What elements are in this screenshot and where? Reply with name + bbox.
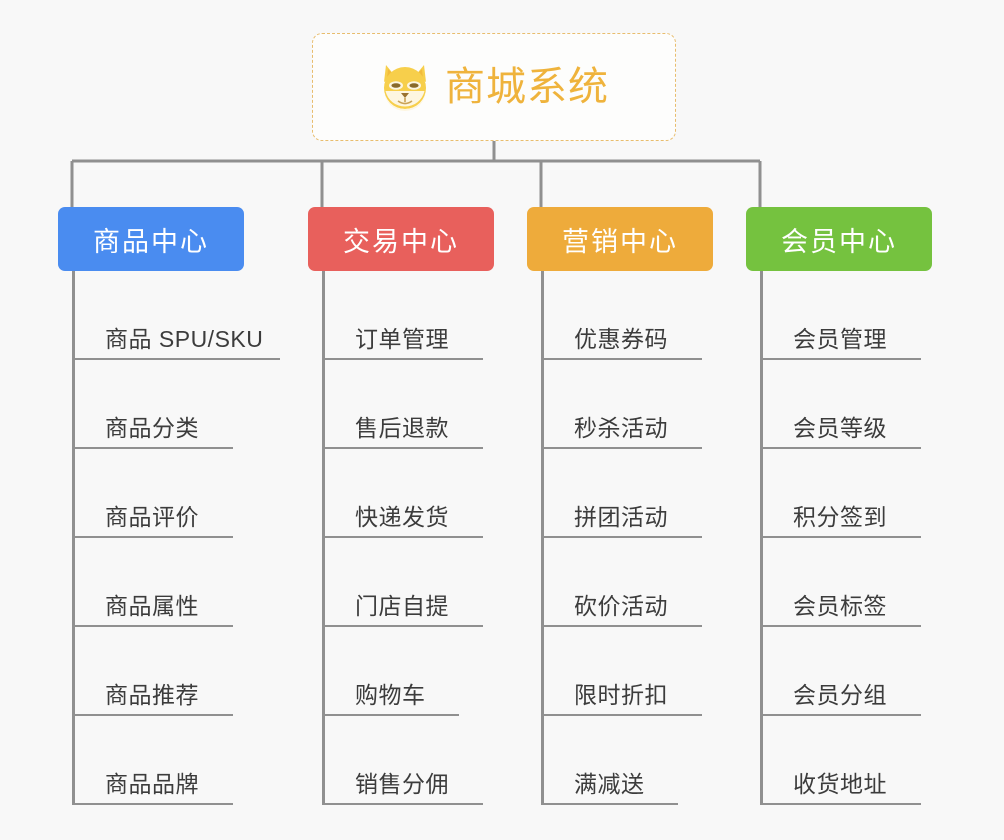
- category-box-marketing-center[interactable]: 营销中心: [527, 207, 713, 271]
- leaf-label: 商品分类: [105, 415, 199, 441]
- leaf-label: 商品推荐: [105, 682, 199, 708]
- leaf-list: 会员管理会员等级积分签到会员标签会员分组收货地址: [760, 271, 921, 805]
- leaf-label: 会员等级: [793, 415, 887, 441]
- leaf-item[interactable]: 门店自提: [325, 538, 483, 627]
- leaf-item[interactable]: 积分签到: [763, 449, 921, 538]
- category-label: 会员中心: [781, 226, 897, 257]
- leaf-label: 限时折扣: [574, 682, 668, 708]
- leaf-underline: [75, 536, 233, 538]
- leaf-label: 订单管理: [355, 326, 449, 352]
- leaf-item[interactable]: 售后退款: [325, 360, 483, 449]
- leaf-item[interactable]: 拼团活动: [544, 449, 702, 538]
- leaf-label: 购物车: [355, 682, 426, 708]
- leaf-underline: [325, 358, 483, 360]
- leaf-list: 商品 SPU/SKU 商品分类商品评价商品属性商品推荐商品品牌: [72, 271, 280, 805]
- leaf-underline: [325, 536, 483, 538]
- leaf-underline: [75, 358, 280, 360]
- leaf-item[interactable]: 商品评价: [75, 449, 271, 538]
- leaf-underline: [763, 358, 921, 360]
- category-box-member-center[interactable]: 会员中心: [746, 207, 932, 271]
- leaf-item[interactable]: 砍价活动: [544, 538, 702, 627]
- leaf-underline: [544, 803, 678, 805]
- leaf-underline: [325, 625, 483, 627]
- category-label: 商品中心: [93, 226, 209, 257]
- leaf-item[interactable]: 订单管理: [325, 271, 483, 360]
- leaf-label: 拼团活动: [574, 504, 668, 530]
- leaf-underline: [325, 803, 483, 805]
- leaf-list: 优惠券码秒杀活动拼团活动砍价活动限时折扣满减送: [541, 271, 702, 805]
- leaf-underline: [763, 536, 921, 538]
- leaf-item[interactable]: 购物车: [325, 627, 459, 716]
- leaf-underline: [75, 625, 233, 627]
- leaf-label: 满减送: [574, 771, 645, 797]
- leaf-label: 销售分佣: [355, 771, 449, 797]
- leaf-underline: [544, 625, 702, 627]
- leaf-item[interactable]: 会员等级: [763, 360, 921, 449]
- leaf-label: 门店自提: [355, 593, 449, 619]
- leaf-item[interactable]: 商品分类: [75, 360, 271, 449]
- leaf-item[interactable]: 销售分佣: [325, 716, 483, 805]
- category-box-trade-center[interactable]: 交易中心: [308, 207, 494, 271]
- leaf-item[interactable]: 满减送: [544, 716, 678, 805]
- category-label: 交易中心: [343, 226, 459, 257]
- leaf-list: 订单管理售后退款快递发货门店自提购物车销售分佣: [322, 271, 483, 805]
- shiba-dog-icon: [384, 65, 426, 111]
- leaf-label: 收货地址: [793, 771, 887, 797]
- leaf-label: 砍价活动: [574, 593, 668, 619]
- leaf-item[interactable]: 商品推荐: [75, 627, 271, 716]
- leaf-item[interactable]: 会员分组: [763, 627, 921, 716]
- leaf-label: 会员管理: [793, 326, 887, 352]
- leaf-underline: [75, 803, 233, 805]
- leaf-label: 商品属性: [105, 593, 199, 619]
- leaf-underline: [763, 447, 921, 449]
- leaf-underline: [544, 358, 702, 360]
- leaf-label: 商品 SPU/SKU: [105, 326, 264, 352]
- leaf-label: 秒杀活动: [574, 415, 668, 441]
- leaf-underline: [763, 625, 921, 627]
- category-label: 营销中心: [562, 226, 678, 257]
- leaf-underline: [544, 447, 702, 449]
- leaf-label: 优惠券码: [574, 326, 668, 352]
- leaf-underline: [325, 714, 459, 716]
- leaf-label: 会员标签: [793, 593, 887, 619]
- leaf-underline: [544, 714, 702, 716]
- leaf-label: 积分签到: [793, 504, 887, 530]
- leaf-item[interactable]: 会员标签: [763, 538, 921, 627]
- leaf-item[interactable]: 商品属性: [75, 538, 271, 627]
- leaf-item[interactable]: 商品品牌: [75, 716, 271, 805]
- leaf-label: 会员分组: [793, 682, 887, 708]
- leaf-label: 商品品牌: [105, 771, 199, 797]
- root-node[interactable]: 商城系统: [312, 33, 676, 141]
- leaf-item[interactable]: 收货地址: [763, 716, 921, 805]
- leaf-item[interactable]: 会员管理: [763, 271, 921, 360]
- leaf-underline: [544, 536, 702, 538]
- leaf-underline: [75, 447, 233, 449]
- leaf-underline: [763, 803, 921, 805]
- leaf-underline: [75, 714, 233, 716]
- leaf-underline: [325, 447, 483, 449]
- root-title: 商城系统: [445, 65, 609, 109]
- leaf-label: 快递发货: [355, 504, 449, 530]
- leaf-item[interactable]: 优惠券码: [544, 271, 702, 360]
- category-box-product-center[interactable]: 商品中心: [58, 207, 244, 271]
- leaf-item[interactable]: 快递发货: [325, 449, 483, 538]
- leaf-underline: [763, 714, 921, 716]
- leaf-item[interactable]: 限时折扣: [544, 627, 702, 716]
- leaf-item[interactable]: 秒杀活动: [544, 360, 702, 449]
- leaf-item[interactable]: 商品 SPU/SKU: [75, 271, 280, 360]
- leaf-label: 商品评价: [105, 504, 199, 530]
- leaf-label: 售后退款: [355, 415, 449, 441]
